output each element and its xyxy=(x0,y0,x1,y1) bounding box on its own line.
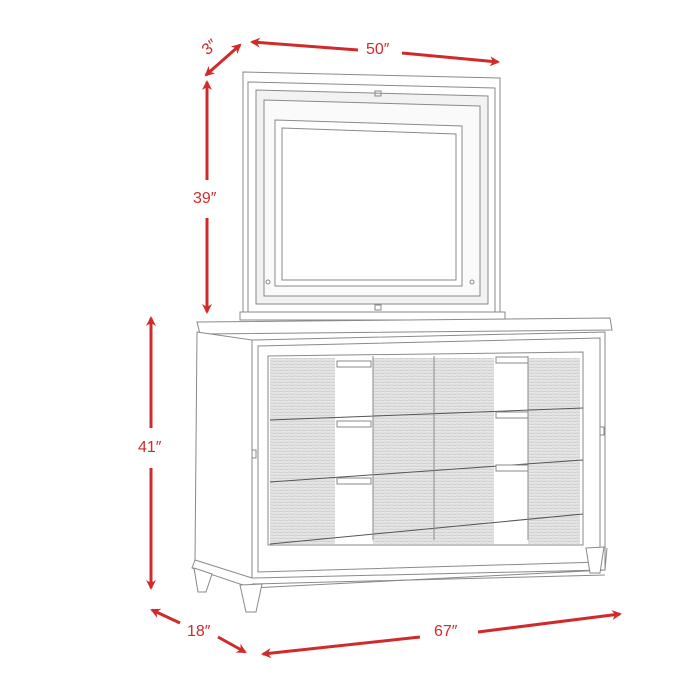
mirror-width-label: 50″ xyxy=(364,41,392,58)
dresser-width-label: 67″ xyxy=(432,623,460,640)
mirror-height-label: 39″ xyxy=(191,190,219,207)
dresser-depth-label: 18″ xyxy=(185,623,213,640)
dresser xyxy=(191,317,613,613)
mirror xyxy=(239,71,506,321)
dimension-arrows xyxy=(146,37,622,659)
dresser-height-label: 41″ xyxy=(136,439,164,456)
